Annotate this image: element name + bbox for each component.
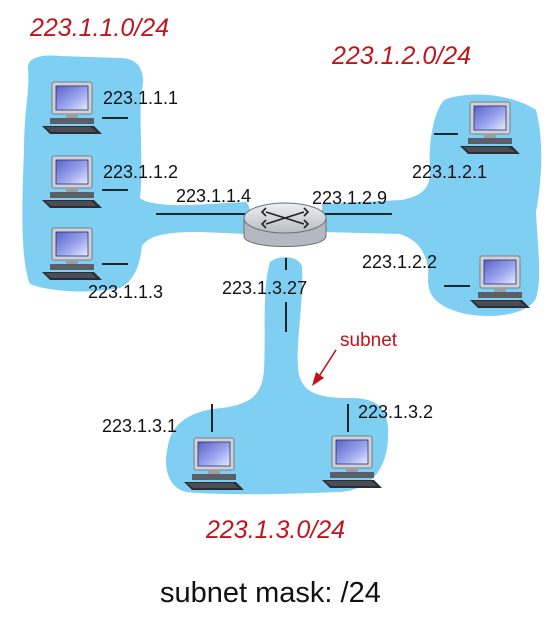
- subnet-pointer-arrow: [317, 349, 337, 379]
- router-interface-left: 223.1.1.4: [176, 186, 251, 206]
- router-interface-right: 223.1.2.9: [312, 188, 387, 208]
- host-address-h7: 223.1.3.2: [358, 402, 433, 422]
- subnet-label-left: 223.1.1.0/24: [29, 14, 169, 42]
- subnet-label-right: 223.1.2.0/24: [331, 42, 471, 70]
- host-address-h4: 223.1.2.1: [412, 162, 487, 182]
- arrow-head-icon: [312, 372, 324, 386]
- links: [102, 117, 470, 432]
- host-address-h6: 223.1.3.1: [102, 416, 177, 436]
- subnet-blobs: [22, 55, 542, 495]
- host-address-h2: 223.1.1.2: [103, 162, 178, 182]
- router-icon: [243, 202, 327, 247]
- host-address-h3: 223.1.1.3: [88, 282, 163, 302]
- subnet-mask-caption: subnet mask: /24: [160, 577, 381, 609]
- host-address-h1: 223.1.1.1: [103, 88, 178, 108]
- host-address-h5: 223.1.2.2: [362, 252, 437, 272]
- router-interface-bottom: 223.1.3.27: [222, 278, 307, 298]
- subnet-bottom-area: [166, 257, 389, 495]
- subnet-annotation: subnet: [340, 330, 398, 351]
- subnet-label-bottom: 223.1.3.0/24: [205, 516, 345, 544]
